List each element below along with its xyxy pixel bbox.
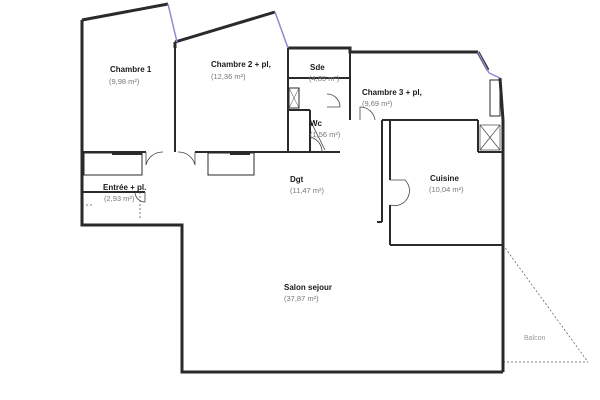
room-name-chambre-2: Chambre 2 + pl, — [211, 60, 271, 69]
closet-rods — [112, 153, 250, 155]
balcony-label: Balcon — [524, 335, 546, 342]
room-name-sde: Sde — [310, 63, 325, 72]
room-area-wc: (1,56 m²) — [310, 130, 341, 139]
room-area-chambre-1: (9,98 m²) — [109, 77, 140, 86]
entry-door — [82, 192, 141, 218]
balcony-outline — [502, 244, 589, 363]
room-name-dgt: Dgt — [290, 175, 304, 184]
room-area-sde: (4,85 m²) — [309, 74, 340, 83]
room-name-wc: Wc — [310, 119, 323, 128]
room-area-entree: (2,93 m²) — [104, 194, 135, 203]
doors — [134, 93, 410, 207]
room-area-chambre-3: (9,69 m²) — [362, 99, 393, 108]
room-name-salon: Salon sejour — [284, 283, 332, 292]
room-name-entree: Entrée + pl. — [103, 183, 146, 192]
room-name-cuisine: Cuisine — [430, 174, 459, 183]
room-name-chambre-3: Chambre 3 + pl, — [362, 88, 422, 97]
sde-fixture — [288, 87, 300, 109]
room-area-cuisine: (10,04 m²) — [429, 185, 464, 194]
interior-walls — [82, 42, 503, 246]
room-name-chambre-1: Chambre 1 — [110, 65, 152, 74]
kitchen-duct — [479, 124, 501, 151]
room-area-dgt: (11,47 m²) — [290, 186, 325, 195]
room-area-chambre-2: (12,36 m²) — [211, 72, 246, 81]
room-area-salon: (37,87 m²) — [284, 294, 319, 303]
windows — [167, 3, 501, 79]
